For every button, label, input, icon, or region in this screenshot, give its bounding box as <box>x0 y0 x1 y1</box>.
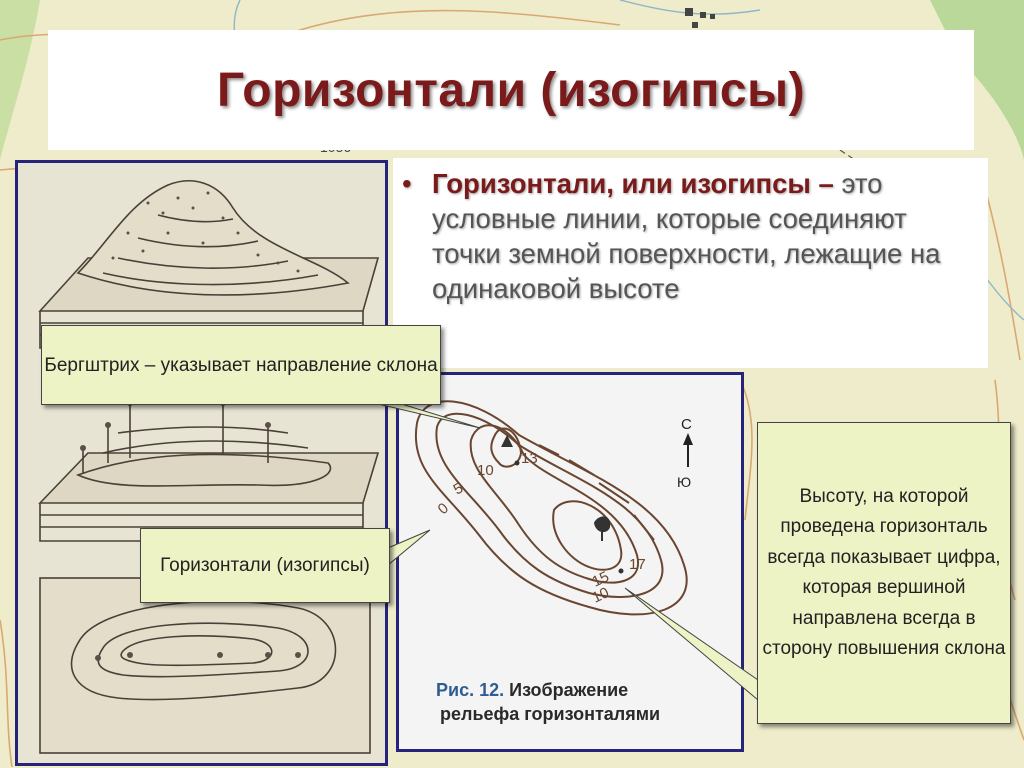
figure-number: Рис. 12. <box>436 680 505 700</box>
page-title: Горизонтали (изогипсы) <box>216 63 806 117</box>
definition-dash: – <box>810 168 834 199</box>
callout-bergstrich-text: Бергштрих – указывает направление склона <box>44 354 438 376</box>
figure-caption-part1: Изображение <box>509 680 629 700</box>
tree-icon <box>501 435 513 447</box>
callout-height-note: Высоту, на которой проведена горизонталь… <box>757 422 1011 724</box>
callout-horizontals: Горизонтали (изогипсы) <box>140 528 390 603</box>
contour-label-17: 17 <box>629 556 646 573</box>
contour-label-13: 13 <box>521 450 538 467</box>
compass-south-label: Ю <box>677 474 691 490</box>
height-point-17 <box>618 568 624 574</box>
contour-label-10-b: 10 <box>590 584 612 606</box>
contour-label-10: 10 <box>477 462 494 479</box>
contour-label-15: 15 <box>590 568 612 590</box>
relief-3d-drawing <box>38 180 380 754</box>
definition-term: Горизонтали, или изогипсы <box>432 168 811 199</box>
deciduous-tree-icon <box>593 516 611 541</box>
figure-caption: Рис. 12. Изображение рельефа горизонталя… <box>436 678 696 726</box>
definition-text-box <box>393 158 988 368</box>
contour-line-10 <box>469 424 640 584</box>
definition-body: Горизонтали, или изогипсы – это условные… <box>402 166 982 306</box>
callout-bergstrich: Бергштрих – указывает направление склона <box>41 325 441 405</box>
compass-icon: С Ю <box>677 416 693 490</box>
definition-text: это условные линии, которые соединяют то… <box>432 168 941 304</box>
contour-line-15 <box>490 427 523 468</box>
definition-bullet: • Горизонтали, или изогипсы – это условн… <box>402 166 982 306</box>
figure-caption-part2: рельефа горизонталями <box>440 704 661 724</box>
relief-illustration-panel <box>15 160 388 766</box>
callout-height-note-text: Высоту, на которой проведена горизонталь… <box>762 485 1006 660</box>
height-point-13 <box>514 460 520 466</box>
callout-horizontals-text: Горизонтали (изогипсы) <box>160 555 370 576</box>
contour-line-0 <box>414 400 688 616</box>
contour-label-0: 0 <box>435 500 452 518</box>
compass-north-label: С <box>681 416 692 433</box>
contour-line-15-b <box>552 500 623 571</box>
bullet-icon: • <box>402 168 412 199</box>
title-box: Горизонтали (изогипсы) <box>48 30 974 150</box>
